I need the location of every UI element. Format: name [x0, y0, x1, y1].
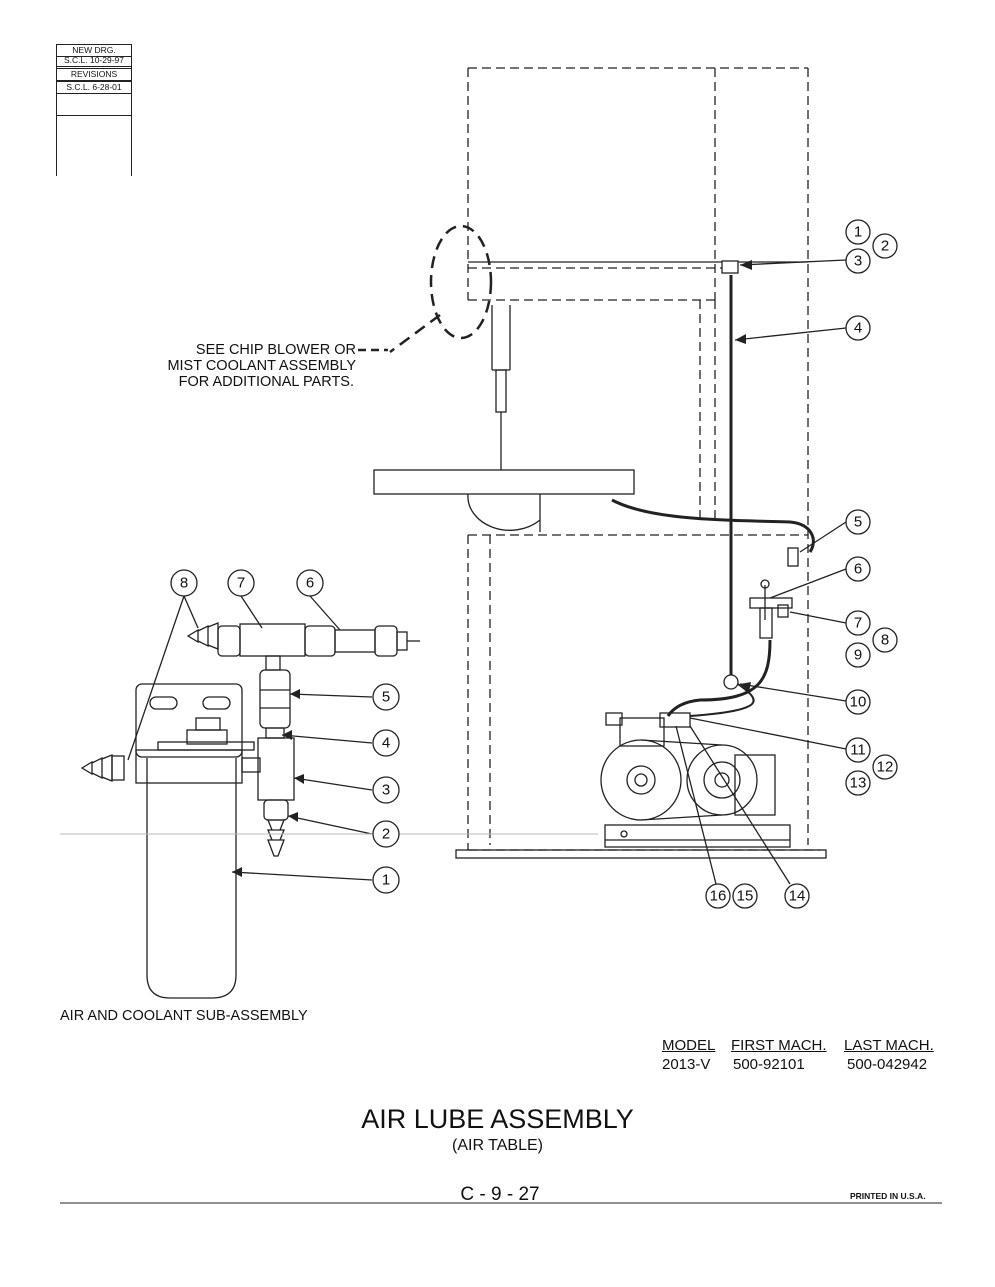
- first-mach-value: 500-92101: [733, 1056, 805, 1073]
- revision-row: REVISIONS: [57, 68, 131, 81]
- last-mach-value: 500-042942: [847, 1056, 928, 1073]
- last-mach-header: LAST MACH.: [844, 1037, 934, 1054]
- callout-6: 6: [854, 561, 862, 578]
- model-column: MODEL 2013-V: [662, 1036, 715, 1074]
- sub-callout-1: 1: [382, 872, 390, 889]
- callout-10: 10: [850, 694, 867, 711]
- model-value: 2013-V: [662, 1056, 711, 1073]
- see-note-line: FOR ADDITIONAL PARTS.: [178, 374, 354, 390]
- revision-row: NEW DRG.: [57, 44, 131, 57]
- callout-8: 8: [881, 632, 889, 649]
- model-header: MODEL: [662, 1037, 716, 1054]
- page-number: C - 9 - 27: [460, 1184, 540, 1205]
- callout-13: 13: [850, 775, 867, 792]
- sub-callout-2: 2: [382, 826, 390, 843]
- revision-row: S.C.L. 10-29-97: [57, 55, 131, 67]
- callout-9: 9: [854, 647, 862, 664]
- revision-box: NEW DRG. S.C.L. 10-29-97 REVISIONS S.C.L…: [56, 44, 132, 176]
- revision-row: S.C.L. 6-28-01: [57, 81, 131, 94]
- last-mach-column: LAST MACH. 500-042942: [844, 1036, 934, 1074]
- sub-callout-5: 5: [382, 689, 390, 706]
- first-mach-header: FIRST MACH.: [731, 1037, 827, 1054]
- sub-callout-7: 7: [237, 575, 245, 592]
- first-mach-column: FIRST MACH. 500-92101: [731, 1036, 827, 1074]
- callout-14: 14: [789, 888, 806, 905]
- sub-assembly-label: AIR AND COOLANT SUB-ASSEMBLY: [60, 1008, 308, 1024]
- callout-7: 7: [854, 615, 862, 632]
- sub-callout-6: 6: [306, 575, 314, 592]
- see-note: SEE CHIP BLOWER OR MIST COOLANT ASSEMBLY…: [120, 342, 356, 390]
- callout-16: 16: [710, 888, 727, 905]
- page-subtitle: (AIR TABLE): [452, 1137, 543, 1154]
- machine-frame-upper: [467, 67, 809, 845]
- sub-callout-8: 8: [180, 575, 188, 592]
- revision-row-blank: [57, 96, 131, 116]
- callout-12: 12: [877, 759, 894, 776]
- callout-5: 5: [854, 514, 862, 531]
- callout-15: 15: [737, 888, 754, 905]
- see-note-line: MIST COOLANT ASSEMBLY: [167, 358, 356, 374]
- printed-label: PRINTED IN U.S.A.: [850, 1191, 926, 1201]
- sub-callout-4: 4: [382, 735, 390, 752]
- callout-11: 11: [850, 742, 866, 759]
- callout-4: 4: [854, 320, 862, 337]
- page-title: AIR LUBE ASSEMBLY: [361, 1104, 634, 1134]
- callout-1: 1: [854, 224, 862, 241]
- see-note-line: SEE CHIP BLOWER OR: [195, 342, 356, 358]
- sub-callout-3: 3: [382, 782, 390, 799]
- callout-3: 3: [854, 253, 862, 270]
- callout-2: 2: [881, 238, 889, 255]
